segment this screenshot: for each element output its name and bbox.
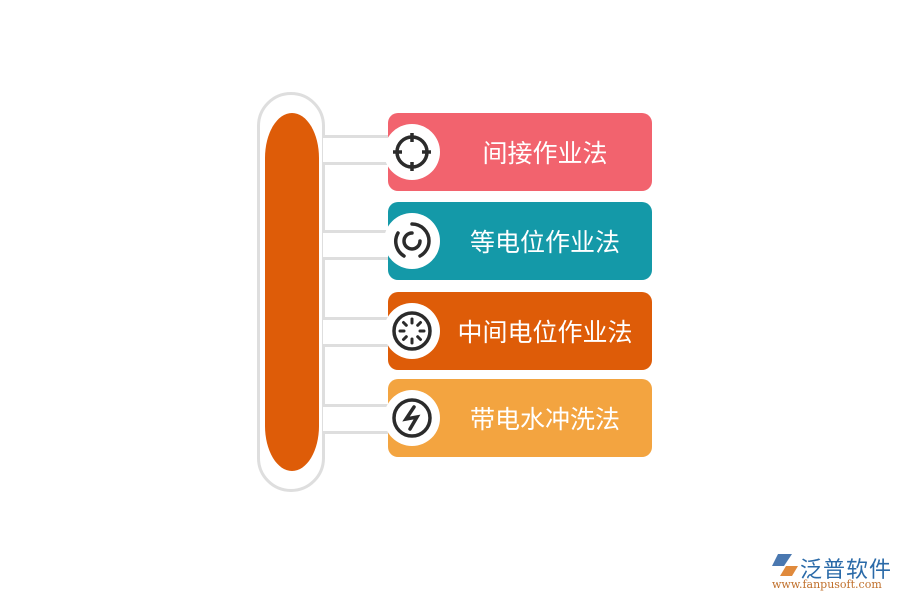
brand-logo-icon [772, 554, 798, 576]
brand-url: www.fanpusoft.com [772, 578, 882, 591]
item-card-intermediate-potential: 中间电位作业法 [384, 292, 652, 370]
loading-spinner-icon [392, 311, 432, 351]
watermark-logo: 泛普软件 www.fanpusoft.com [768, 552, 896, 594]
central-pill [265, 113, 319, 471]
icon-badge [384, 213, 440, 269]
item-label: 等电位作业法 [469, 228, 620, 257]
brand-name: 泛普软件 [800, 558, 893, 583]
crosshair-icon [393, 133, 431, 171]
icon-badge [384, 303, 440, 359]
item-label: 带电水冲洗法 [469, 405, 620, 434]
spiral-icon [394, 222, 431, 258]
icon-badge [384, 124, 440, 180]
lightning-bolt-icon [392, 398, 432, 438]
item-label: 间接作业法 [482, 139, 608, 168]
item-card-indirect: 间接作业法 [384, 113, 652, 191]
item-card-live-water-washing: 带电水冲洗法 [384, 379, 652, 457]
item-label: 中间电位作业法 [457, 318, 633, 347]
item-card-equipotential: 等电位作业法 [384, 202, 652, 280]
icon-badge [384, 390, 440, 446]
